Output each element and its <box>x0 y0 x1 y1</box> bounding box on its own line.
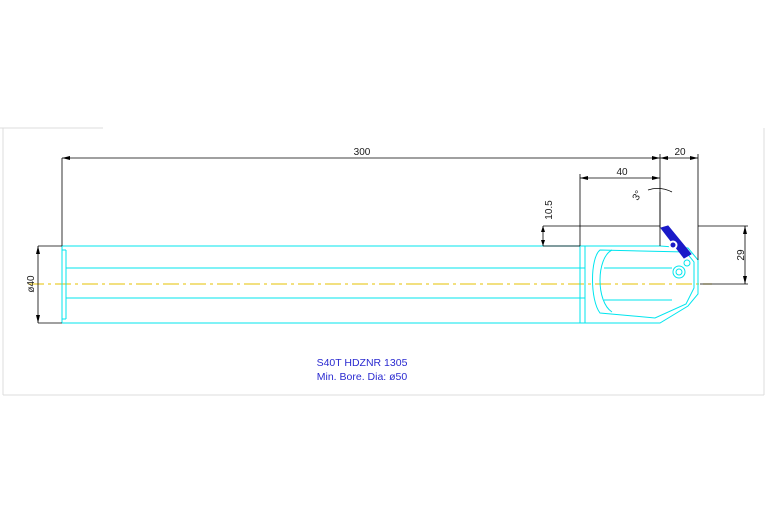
dim-head-length: 40 <box>616 167 628 178</box>
dim-front-length: 20 <box>674 147 686 158</box>
dim-height: 29 <box>736 249 747 261</box>
tool-body-outline <box>61 245 699 324</box>
sheet-border <box>0 127 765 396</box>
insert <box>660 225 692 279</box>
dim-overall-length: 300 <box>354 147 371 158</box>
dim-diameter: ø40 <box>26 275 37 293</box>
dimension-arrows <box>36 156 747 323</box>
clamp-screw-icon <box>672 265 686 279</box>
dimension-lines <box>37 154 748 324</box>
dim-angle: 3° <box>631 189 645 203</box>
caption-model: S40T HDZNR 1305 <box>317 357 408 369</box>
dim-offset: 10.5 <box>544 200 555 220</box>
caption-min-bore: Min. Bore. Dia: ø50 <box>317 371 408 383</box>
